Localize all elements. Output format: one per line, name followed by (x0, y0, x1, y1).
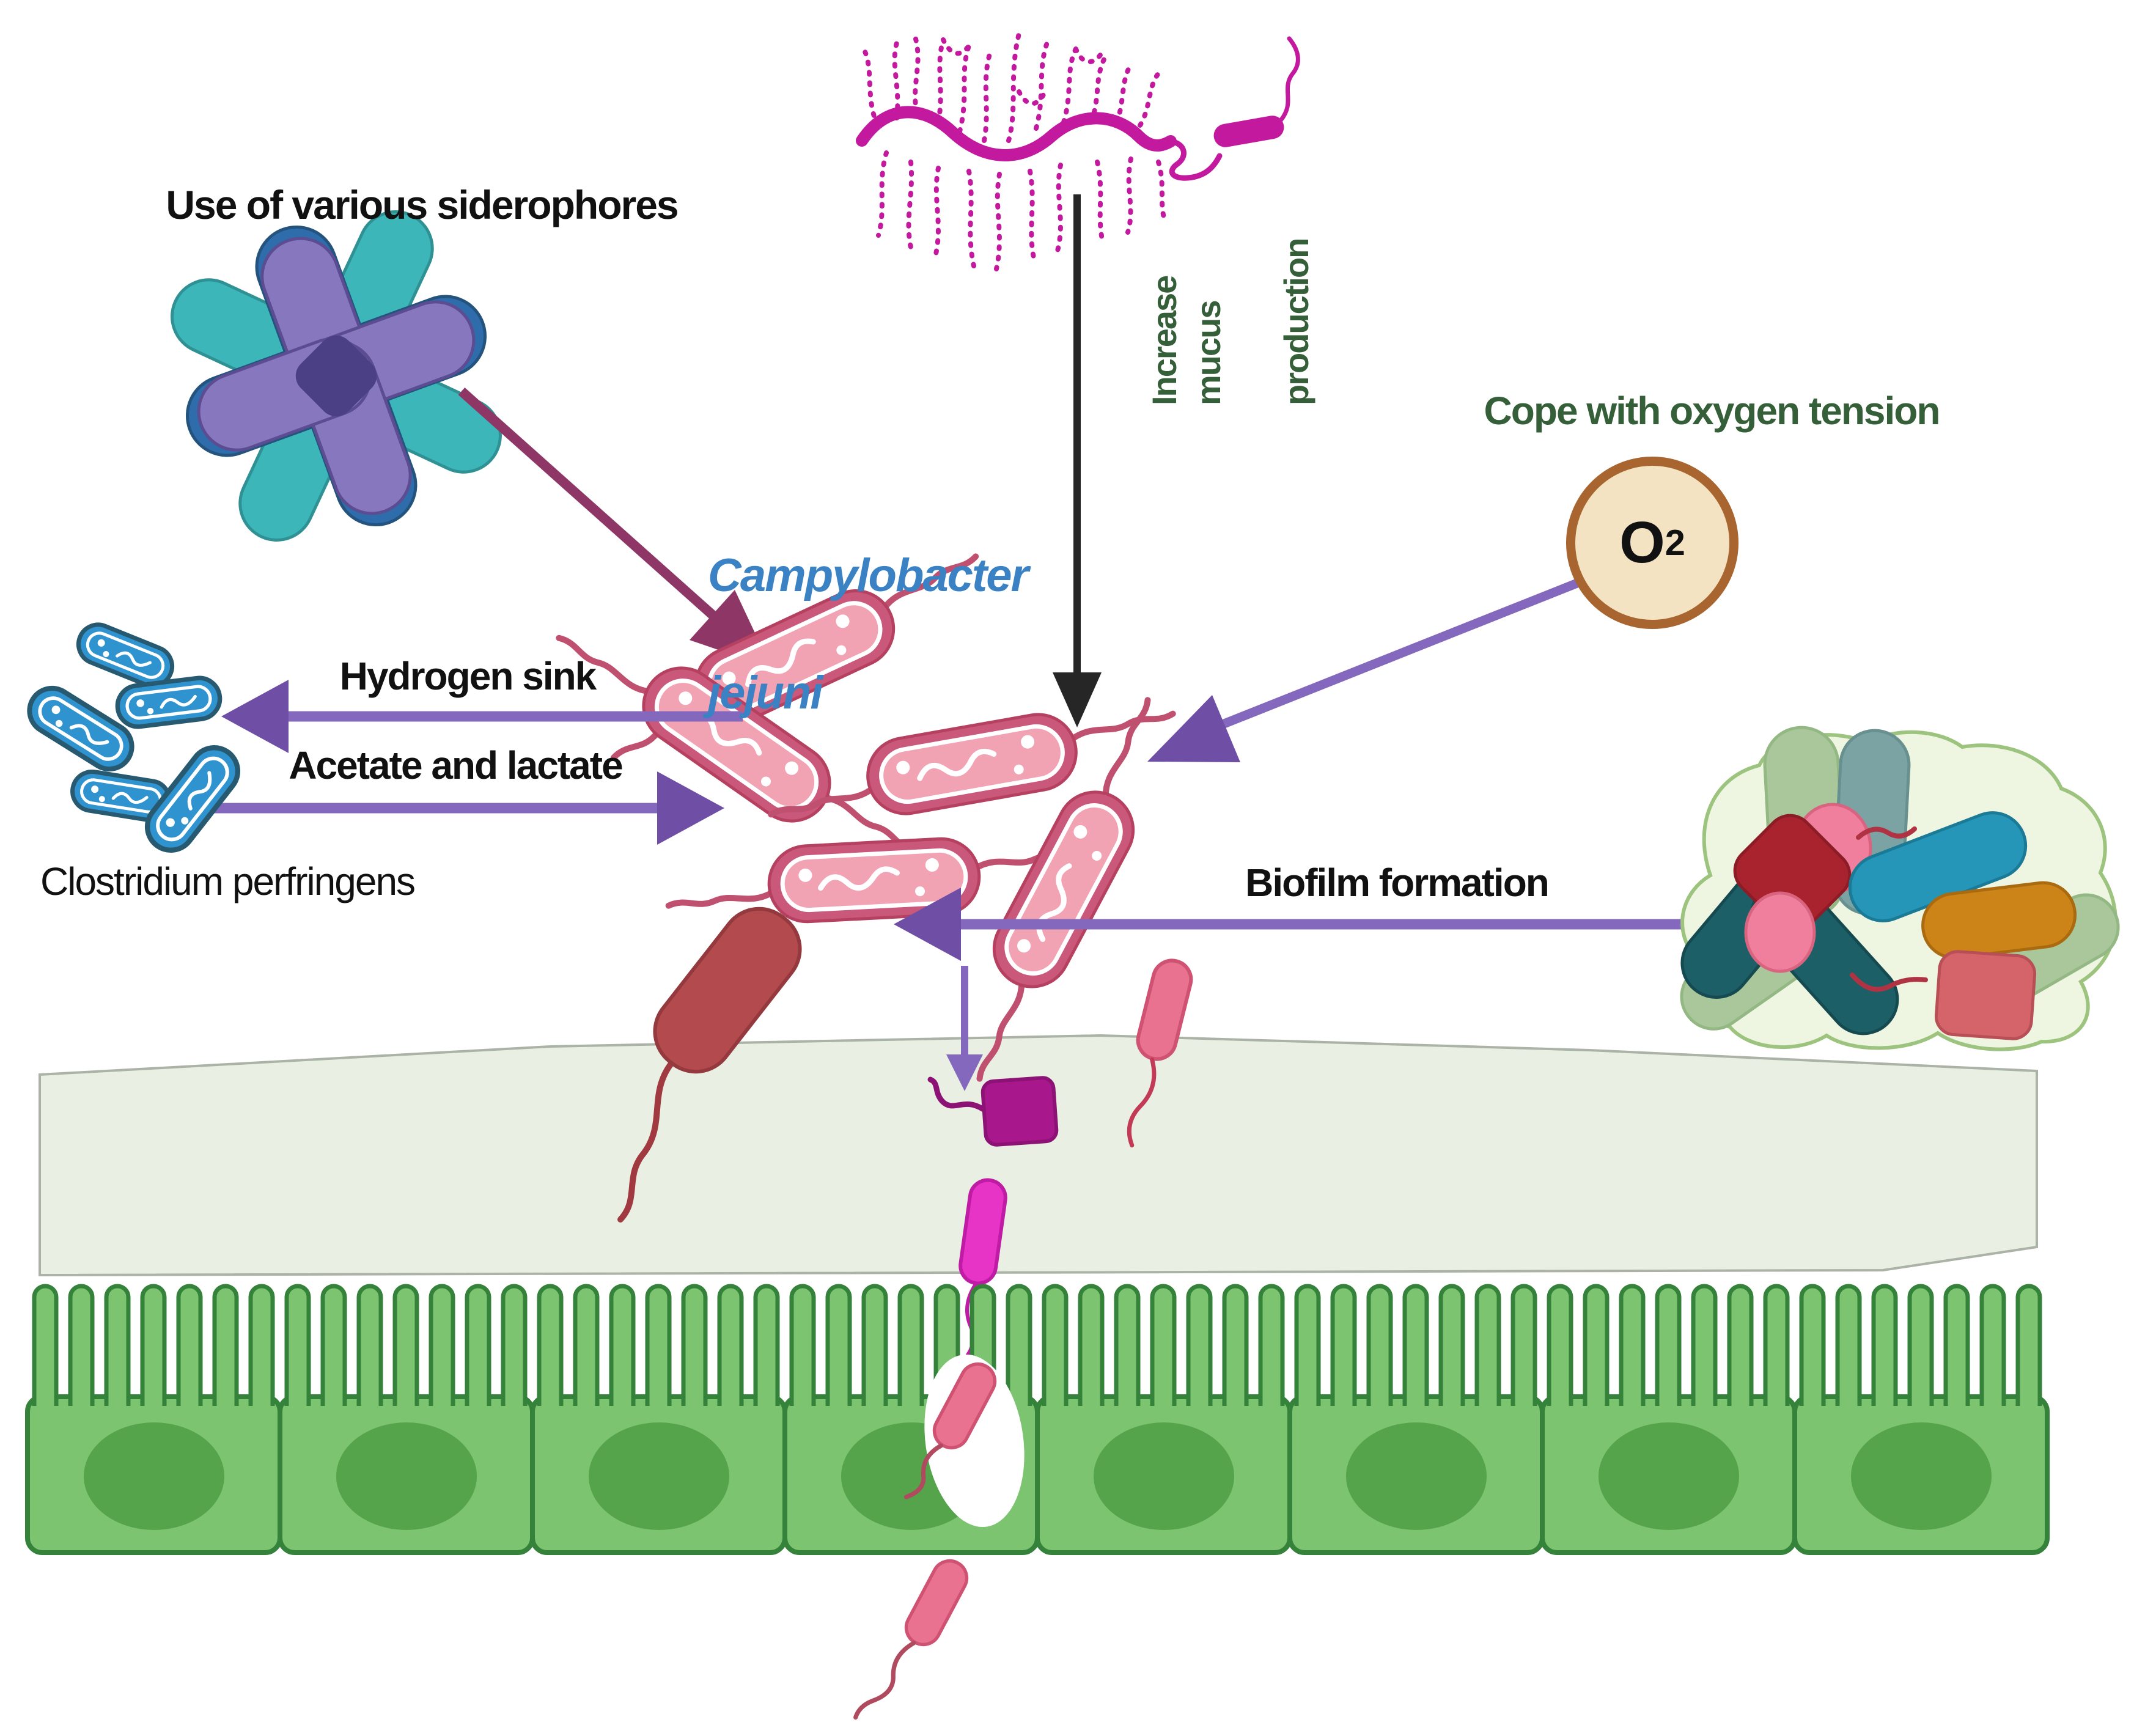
vacuole-with-bacterium (903, 1354, 1025, 1528)
clostridium-label: Clostridium perfringens (40, 859, 416, 903)
coccoid-bacterium-icon (927, 1076, 1059, 1147)
biofilm-arrow (894, 888, 1681, 961)
clostridium-cluster (21, 619, 247, 859)
epithelial-cells (25, 1394, 2050, 1555)
hydrogen-sink-arrow (221, 680, 743, 753)
increase-mucus-line1: Increase mucus (1145, 276, 1227, 405)
acetate-lactate-arrow (214, 771, 724, 845)
biofilm-label: Biofilm formation (1245, 861, 1550, 905)
clostridium-bacterium-icon (116, 675, 223, 729)
siderophore-cluster-icon (171, 210, 502, 542)
translocated-bacterium-icon (853, 1554, 973, 1720)
dark-red-rod-bacterium-icon (617, 907, 802, 1223)
siderophores-title: Use of various siderophores (166, 182, 679, 227)
acetate-lactate-label: Acetate and lactate (289, 743, 623, 787)
mucin-bacterium-icon (1213, 116, 1284, 147)
cope-oxygen-label: Cope with oxygen tension (1484, 389, 1941, 433)
invasion-arrow (946, 966, 983, 1091)
microvilli-band (28, 1284, 2047, 1406)
mucus-layer (39, 1034, 2038, 1277)
pink-rod-bacterium-icon (1127, 957, 1195, 1148)
intestinal-epithelium-icon (25, 1284, 2050, 1555)
mucus-production-arrow (1053, 194, 1102, 727)
o2-symbol: O (1619, 510, 1665, 575)
campylobacter-label-line2: jejuni (708, 667, 823, 719)
increase-mucus-line2: production (1277, 238, 1315, 405)
oxygen-arrow (1147, 576, 1585, 762)
campylobacter-label-line1: Campylobacter (708, 550, 1029, 601)
hydrogen-sink-label: Hydrogen sink (339, 654, 597, 698)
increase-mucus-label: Increase mucus production (1098, 179, 1315, 405)
campylobacter-label: Campylobacter jejuni (708, 488, 1029, 781)
biofilm-cluster-icon (1680, 726, 2120, 1051)
mucin-molecule-icon (856, 31, 1300, 271)
